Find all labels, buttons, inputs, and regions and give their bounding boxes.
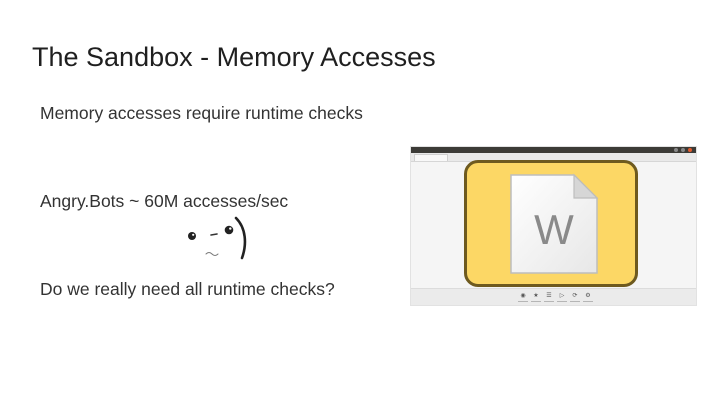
screenshot-titlebar xyxy=(411,147,696,153)
screenshot-window-button xyxy=(674,148,678,152)
document-letter: W xyxy=(534,206,574,253)
bullet-memory-checks: Memory accesses require runtime checks xyxy=(40,103,363,123)
toolbar-tool-icon: ⟳ xyxy=(570,292,580,302)
word-document-icon: W xyxy=(510,173,599,274)
screenshot-tab xyxy=(414,154,448,161)
toolbar-tool-icon: ⚙ xyxy=(583,292,593,302)
screenshot-bottom-toolbar: ◉ ★ ☰ ▷ ⟳ ⚙ xyxy=(411,288,696,305)
bullet-runtime-question: Do we really need all runtime checks? xyxy=(40,279,335,299)
screenshot-window-button xyxy=(681,148,685,152)
toolbar-tool-icon: ◉ xyxy=(518,292,528,302)
bullet-angrybots-accesses: Angry.Bots ~ 60M accesses/sec xyxy=(40,191,289,211)
toolbar-tool-icon: ▷ xyxy=(557,292,567,302)
doodle-face-icon xyxy=(188,216,247,260)
screenshot-window-button xyxy=(688,148,692,152)
toolbar-tool-icon: ★ xyxy=(531,292,541,302)
toolbar-tool-icon: ☰ xyxy=(544,292,554,302)
slide-title: The Sandbox - Memory Accesses xyxy=(32,42,436,72)
